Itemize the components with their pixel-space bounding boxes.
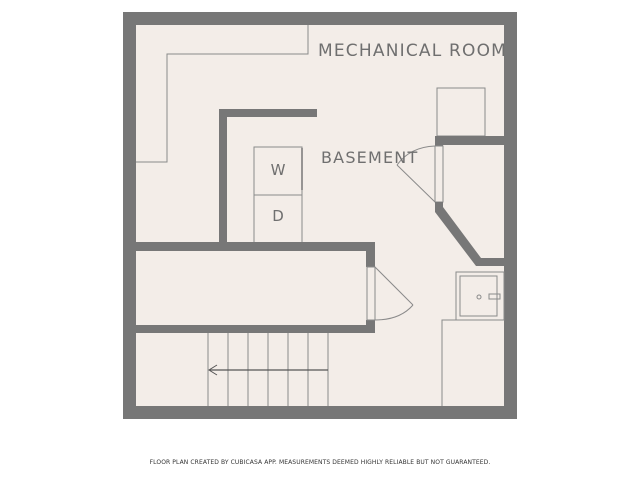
storage-wall-right-bottom (366, 320, 375, 333)
closet-wall-top (435, 136, 505, 145)
storage-wall-top (136, 242, 375, 251)
washer-label: W (270, 161, 286, 179)
room-label-mechanical-room: MECHANICAL ROOM (318, 41, 508, 61)
sink-drain (476, 294, 482, 300)
closet-door-arc (396, 145, 436, 166)
closet-wall-left-stub (435, 136, 443, 146)
room-label-basement: BASEMENT (321, 148, 419, 167)
sink-faucet (488, 293, 501, 300)
closet-wall-diagonal (435, 207, 504, 266)
sink-basin (459, 275, 498, 317)
storage-wall-bottom (136, 325, 375, 333)
closet-wall-left-lower (435, 202, 443, 212)
storage-door-frame (366, 266, 376, 321)
mechanical-room-outline (136, 25, 309, 163)
inner-wall-vertical (219, 109, 227, 245)
storage-wall-right-top (366, 242, 375, 267)
storage-door-arc (374, 304, 414, 321)
inner-wall-top (219, 109, 317, 117)
counter-outline (441, 319, 504, 406)
closet-door-frame (434, 145, 444, 203)
dryer-label: D (272, 207, 284, 225)
storage-door-leaf (374, 266, 414, 306)
closet-door-leaf (396, 164, 436, 203)
stairs-arrow-head (208, 364, 218, 376)
footer-disclaimer: FLOOR PLAN CREATED BY CUBICASA APP. MEAS… (149, 459, 491, 466)
